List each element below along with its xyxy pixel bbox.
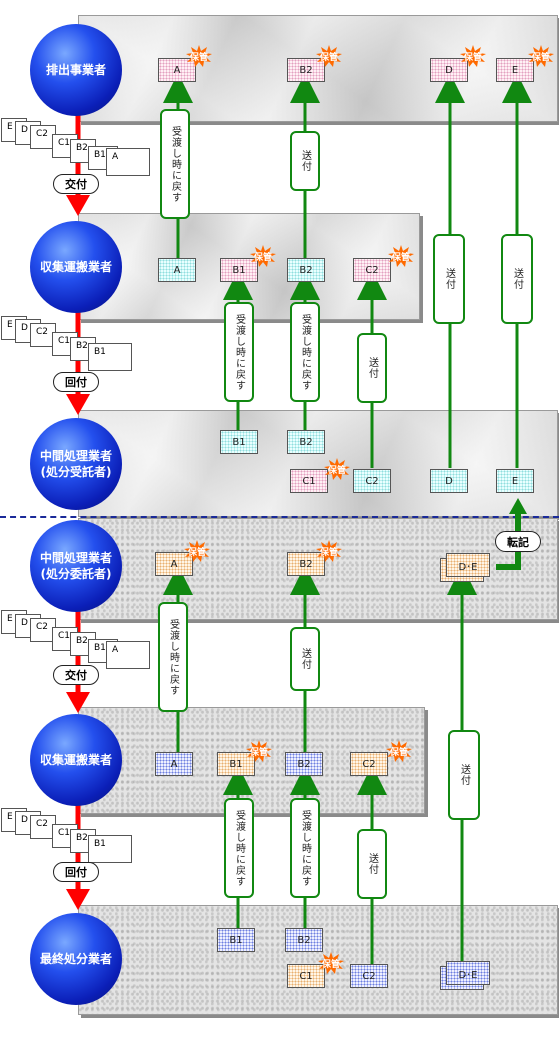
stack-doc: A [106,148,150,176]
return-label: 受渡し時に戻す [158,602,188,712]
doc-B1: B1 [217,928,255,952]
hokan-stamp: 保管 [386,740,412,762]
kaifu-label-2: 回付 [53,862,99,882]
send-label: 送付 [448,730,480,820]
doc-C1: C1 [290,469,328,493]
actor-intermediate-receiver: 中間処理業者 (処分受託者) [30,418,122,510]
hokan-stamp: 保管 [316,540,342,562]
section-divider [0,516,559,518]
actor-final-disposer: 最終処分業者 [30,913,122,1005]
doc-B2: B2 [287,258,325,282]
actor-generator: 排出事業者 [30,24,122,116]
doc-E: E [496,469,534,493]
actor-intermediate-receiver-line1: 中間処理業者 [39,449,112,463]
doc-D: D [430,469,468,493]
tenki-label: 転記 [495,531,541,552]
stack-doc: B1 [88,835,132,863]
actor-intermediate-receiver-line2: (処分受託者) [40,465,112,479]
return-label: 受渡し時に戻す [290,302,320,402]
hokan-stamp: 保管 [318,952,344,974]
send-label: 送付 [290,131,320,191]
hokan-stamp: 保管 [324,458,350,480]
doc-B1: B1 [220,430,258,454]
hokan-stamp: 保管 [388,245,414,267]
actor-final-disposer-label: 最終処分業者 [39,952,112,966]
hokan-stamp: 保管 [250,245,276,267]
actor-collector-1: 収集運搬業者 [30,221,122,313]
actor-collector-2: 収集運搬業者 [30,714,122,806]
hokan-stamp: 保管 [186,45,212,67]
actor-intermediate-consignor-line2: (処分委託者) [40,567,112,581]
stack-doc: C2 [30,618,56,642]
doc-C2: C2 [350,752,388,776]
kaifu-label-1: 回付 [53,372,99,392]
doc-DE: D･E [446,961,490,985]
stack-doc: B1 [88,343,132,371]
return-label: 受渡し時に戻す [160,109,190,219]
doc-E: E [496,58,534,82]
doc-D: D [430,58,468,82]
doc-B1: B1 [220,258,258,282]
send-label: 送付 [357,333,387,403]
koufu-label-1: 交付 [53,174,99,194]
actor-collector-2-label: 収集運搬業者 [39,753,112,767]
hokan-stamp: 保管 [184,540,210,562]
send-label: 送付 [501,234,533,324]
band-final-disposer [78,905,558,1015]
send-label: 送付 [357,829,387,899]
actor-intermediate-consignor-line1: 中間処理業者 [39,551,112,565]
doc-C2: C2 [350,964,388,988]
doc-DE: D･E [446,553,490,577]
send-label: 送付 [433,234,465,324]
doc-A: A [158,258,196,282]
doc-C2: C2 [353,258,391,282]
hokan-stamp: 保管 [460,45,486,67]
return-label: 受渡し時に戻す [224,302,254,402]
doc-B2: B2 [287,430,325,454]
send-label: 送付 [290,627,320,691]
actor-collector-1-label: 収集運搬業者 [39,260,112,274]
doc-C1: C1 [287,964,325,988]
doc-B2: B2 [285,928,323,952]
doc-A: A [158,58,196,82]
doc-C2: C2 [353,469,391,493]
stack-doc: A [106,641,150,669]
koufu-label-2: 交付 [53,665,99,685]
doc-B2: B2 [285,752,323,776]
return-label: 受渡し時に戻す [224,798,254,898]
hokan-stamp: 保管 [528,45,554,67]
actor-intermediate-consignor: 中間処理業者 (処分委託者) [30,520,122,612]
hokan-stamp: 保管 [316,45,342,67]
return-label: 受渡し時に戻す [290,798,320,898]
doc-A: A [155,752,193,776]
hokan-stamp: 保管 [246,740,272,762]
stack-doc: C2 [30,323,56,347]
actor-generator-label: 排出事業者 [45,63,106,77]
doc-B2: B2 [287,58,325,82]
